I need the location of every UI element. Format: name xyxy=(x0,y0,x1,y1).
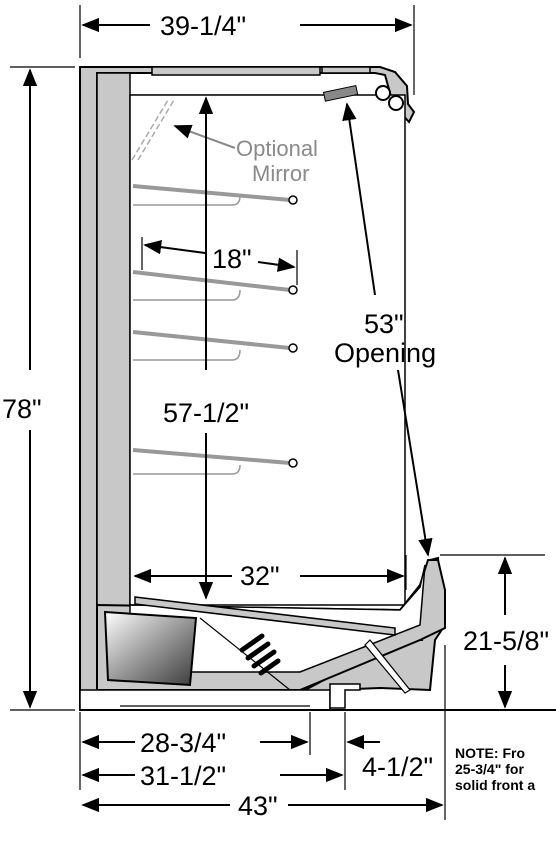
note-line3: solid front a xyxy=(455,777,535,793)
shelf-3 xyxy=(132,330,298,361)
dimension-base-depth-1: 28-3/4" xyxy=(81,728,309,758)
dimension-shelf-depth: 18" xyxy=(141,237,298,285)
height-label: 78" xyxy=(2,394,42,424)
dimension-top-width: 39-1/4" xyxy=(79,5,415,95)
base-depth-2-label: 31-1/2" xyxy=(140,761,226,791)
opening-label-line1: 53" xyxy=(364,309,404,339)
dimension-interior-height: 57-1/2" xyxy=(163,96,249,600)
base-depth-1-label: 28-3/4" xyxy=(140,728,226,758)
dimension-height: 78" xyxy=(2,66,75,711)
shelf-1 xyxy=(132,184,298,206)
cabinet-outline xyxy=(79,66,446,711)
dimension-overall-depth: 43" xyxy=(81,791,444,821)
note-text: NOTE: Fro 25-3/4" for solid front a xyxy=(455,745,535,793)
opening-label-line2: Opening xyxy=(334,338,436,368)
note-line2: 25-3/4" for xyxy=(455,761,524,777)
top-width-label: 39-1/4" xyxy=(160,11,246,41)
dimension-base-depth-2: 31-1/2" xyxy=(81,761,344,791)
dimension-front-offset: 4-1/2" xyxy=(346,734,433,782)
deck-depth-label: 32" xyxy=(240,561,280,591)
front-offset-label: 4-1/2" xyxy=(362,752,433,782)
shelf-4 xyxy=(132,448,298,475)
shelf-depth-label: 18" xyxy=(212,244,252,274)
interior-height-label: 57-1/2" xyxy=(163,398,249,428)
note-line1: NOTE: Fro xyxy=(455,745,525,761)
dimension-front-height: 21-5/8" xyxy=(440,554,549,709)
front-height-label: 21-5/8" xyxy=(463,626,549,656)
dimension-deck-depth: 32" xyxy=(133,555,407,591)
overall-depth-label: 43" xyxy=(238,791,278,821)
fan-grille-icon xyxy=(239,633,281,676)
mirror-label-line2: Mirror xyxy=(252,161,309,186)
dimension-opening: 53" Opening xyxy=(334,102,436,557)
base-structure xyxy=(79,559,446,711)
shelf-2 xyxy=(132,270,298,301)
mirror-label-line1: Optional xyxy=(236,136,318,161)
shelves xyxy=(132,184,298,475)
